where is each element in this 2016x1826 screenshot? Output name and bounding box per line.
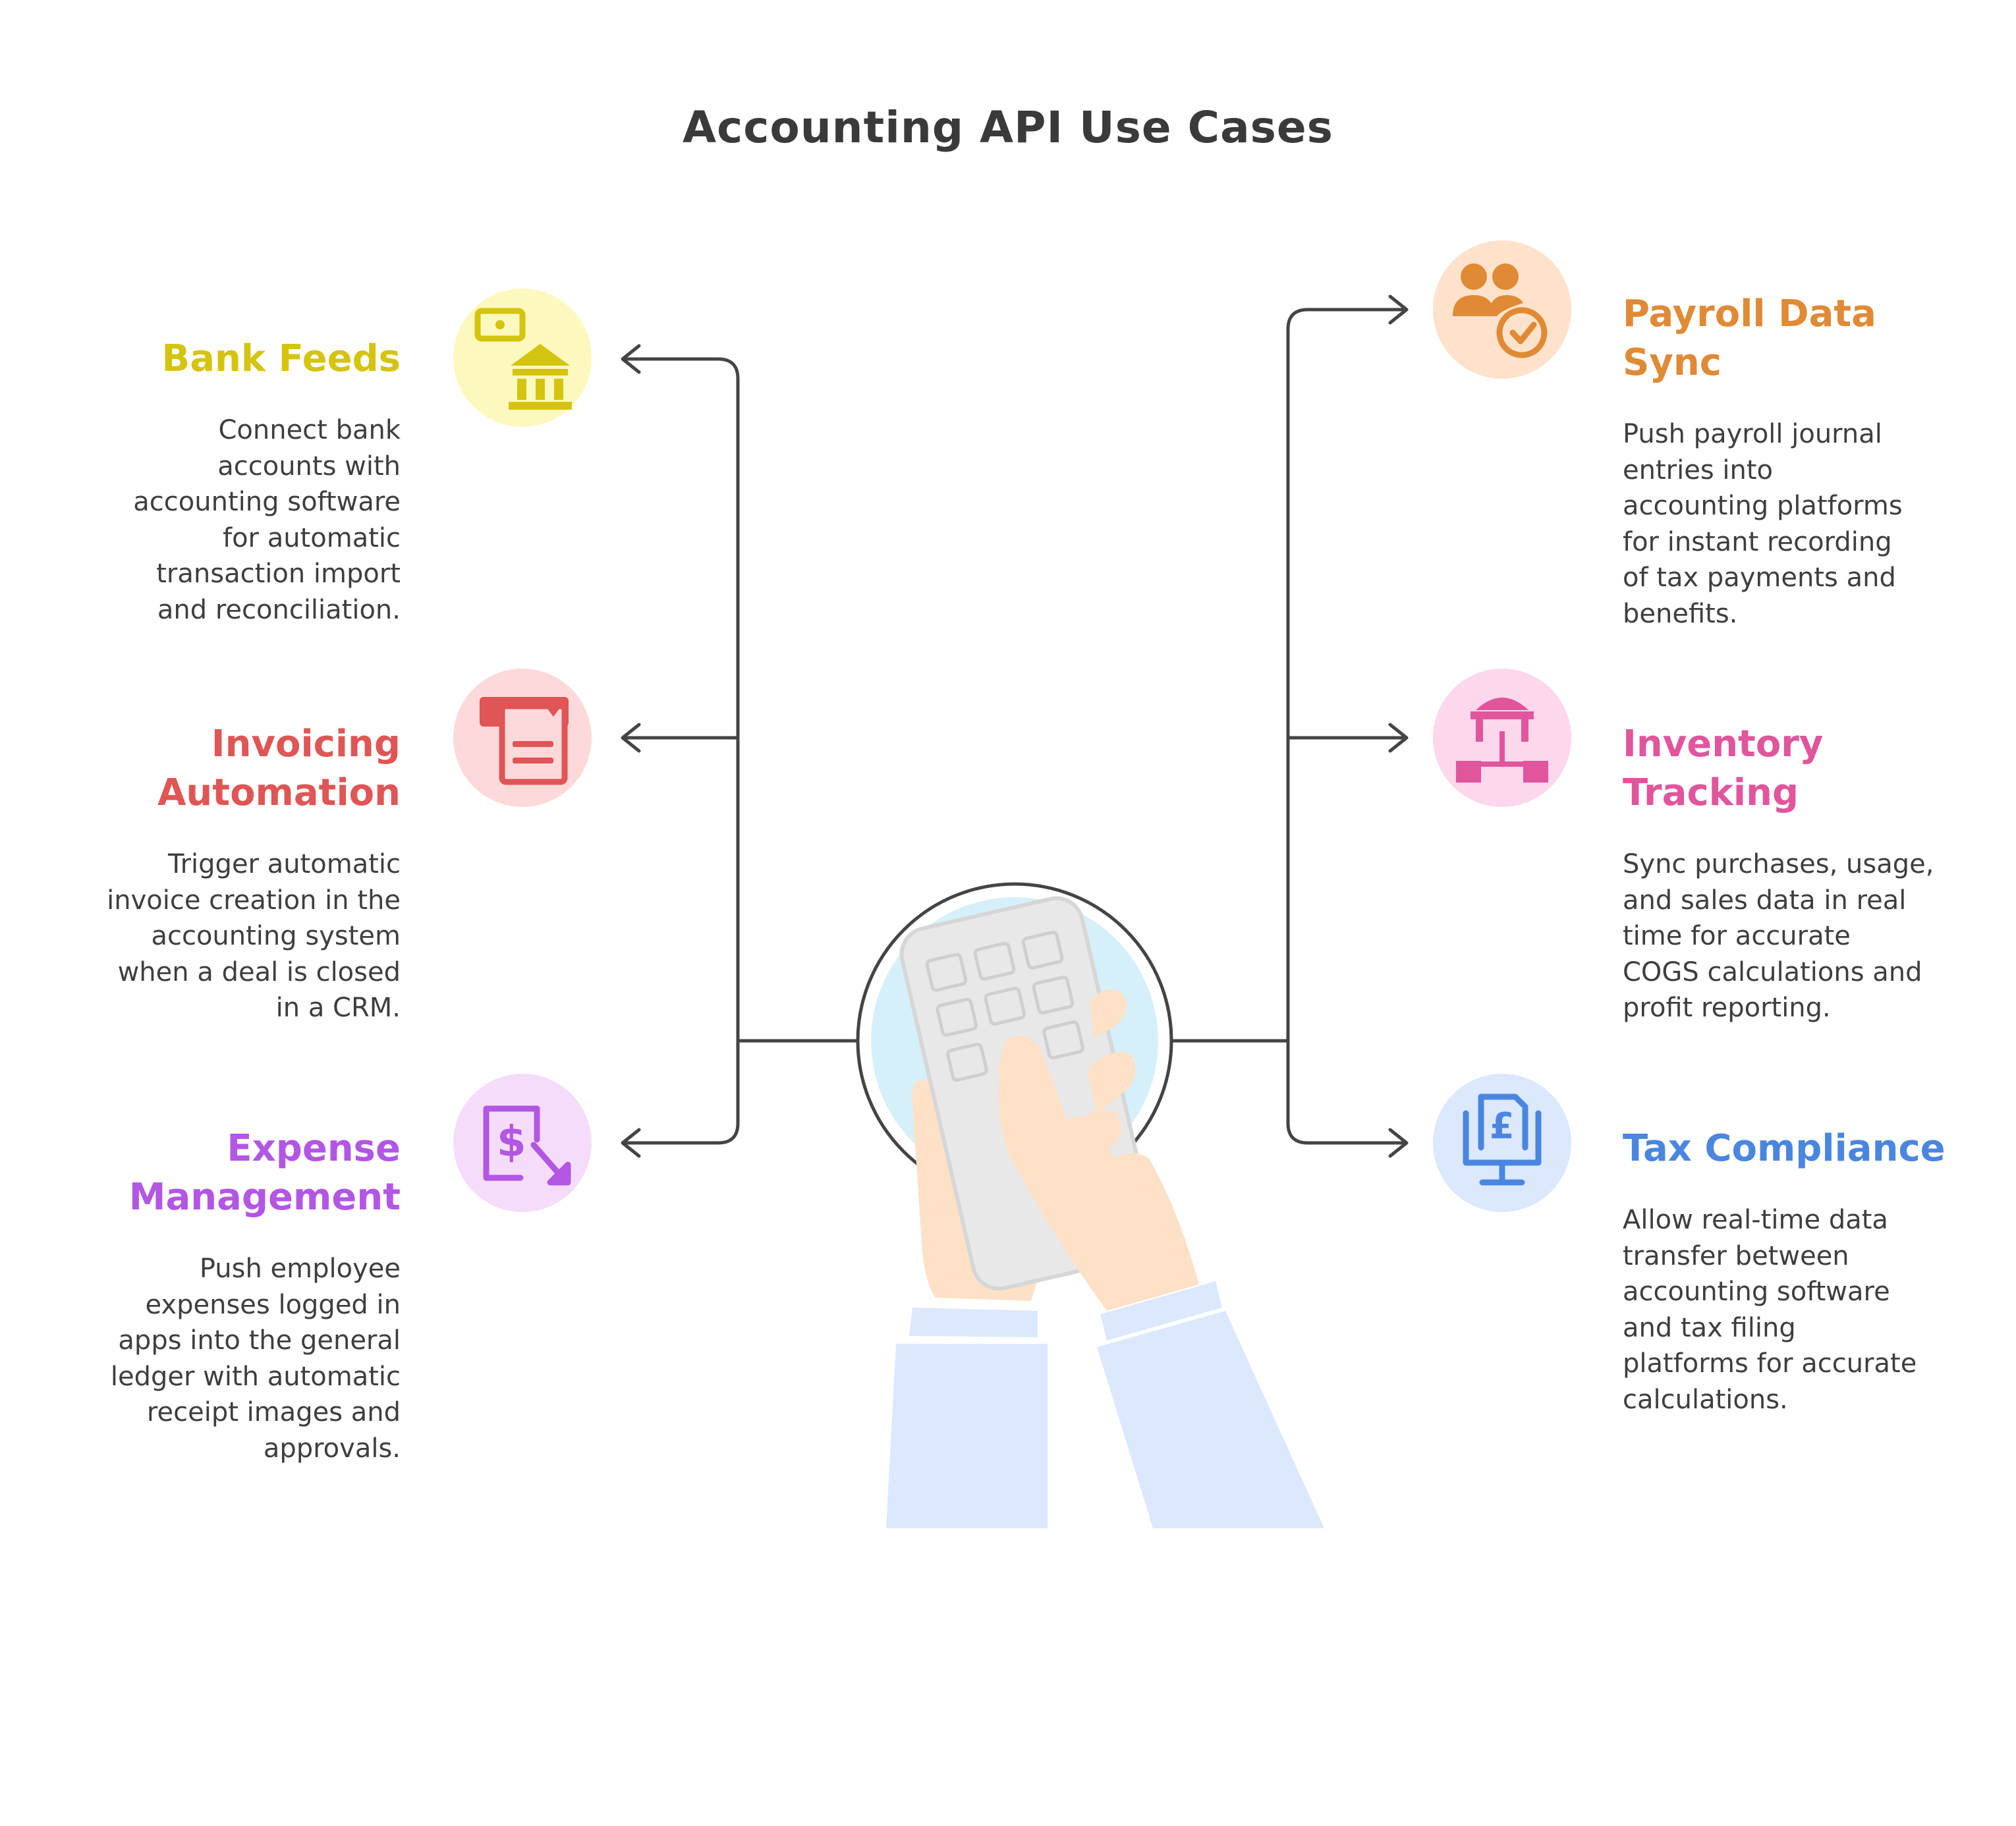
card-inventory-tracking: Inventory Tracking Sync purchases, usage… xyxy=(1623,720,1992,1026)
arrow-bank-feeds xyxy=(621,344,641,374)
card-title-inventory-tracking: Inventory Tracking xyxy=(1623,723,1824,814)
tax-badge: £ xyxy=(1433,1074,1571,1212)
arrow-inventory xyxy=(1388,723,1409,753)
connector-expense xyxy=(624,1039,740,1145)
right-sleeve xyxy=(1097,1311,1324,1528)
connector-tax xyxy=(1286,1039,1405,1145)
arrow-payroll xyxy=(1388,294,1409,325)
hands-calculator-icon xyxy=(856,882,1324,1528)
calculator-key-6 xyxy=(1032,975,1075,1015)
down-arrow-shaft xyxy=(530,1142,560,1175)
expense-receipt-icon: $ xyxy=(483,1105,571,1186)
check-mark xyxy=(1509,321,1537,345)
card-bank-feeds: Bank Feeds Connect bank accounts with ac… xyxy=(32,335,401,628)
left-sleeve xyxy=(886,1344,1048,1528)
diagram-title: Accounting API Use Cases xyxy=(683,102,1333,153)
card-invoicing-automation: Invoicing Automation Trigger automatic i… xyxy=(32,720,401,1026)
person-1-head xyxy=(1461,263,1487,290)
warehouse-band xyxy=(1470,711,1534,719)
pound-sign: £ xyxy=(1490,1105,1515,1147)
right-cuff xyxy=(1100,1281,1222,1341)
invoice-line-2 xyxy=(513,758,553,763)
check-circle xyxy=(1496,307,1548,358)
document xyxy=(1478,1093,1528,1151)
invoicing-badge xyxy=(453,669,592,807)
node-left xyxy=(1456,761,1481,783)
right-finger-top xyxy=(1090,989,1127,1038)
inventory-badge xyxy=(1433,669,1571,807)
bank-column-2 xyxy=(536,379,545,400)
arrow-tax xyxy=(1388,1128,1409,1158)
calculator-key-2 xyxy=(973,941,1016,981)
card-title-expense-management: Expense Management xyxy=(128,1127,401,1219)
down-arrow-head xyxy=(547,1161,571,1186)
bank-column-3 xyxy=(554,379,563,400)
right-hand xyxy=(998,1036,1199,1311)
banknote xyxy=(474,308,526,342)
node-right xyxy=(1523,761,1548,783)
warehouse-right-wall xyxy=(1521,719,1528,742)
tax-circle xyxy=(1433,1074,1571,1212)
people-check-icon xyxy=(1453,263,1548,358)
calculator-key-3 xyxy=(1021,930,1064,970)
person-2-head xyxy=(1492,263,1519,290)
expense-badge: $ xyxy=(453,1074,592,1212)
banknote-dot xyxy=(495,320,505,329)
invoice-line-1 xyxy=(513,741,553,747)
card-desc-bank-feeds: Connect bank accounts with accounting so… xyxy=(133,415,401,625)
card-expense-management: Expense Management Push employee expense… xyxy=(32,1124,401,1466)
card-desc-inventory-tracking: Sync purchases, usage, and sales data in… xyxy=(1623,849,1934,1023)
card-payroll-data-sync: Payroll Data Sync Push payroll journal e… xyxy=(1623,290,1992,632)
receipt-outline xyxy=(483,1105,540,1181)
right-finger-mid xyxy=(1087,1052,1136,1113)
card-desc-payroll-data-sync: Push payroll journal entries into accoun… xyxy=(1623,419,1903,629)
bank-beam xyxy=(513,369,568,375)
connector-payroll xyxy=(1286,308,1405,1043)
connector-bank-feeds xyxy=(624,357,740,1043)
network-lines xyxy=(1476,731,1528,767)
payroll-badge xyxy=(1433,240,1571,379)
card-desc-tax-compliance: Allow real-time data transfer between ac… xyxy=(1623,1205,1917,1415)
bank-column-1 xyxy=(517,379,526,400)
person-2-body xyxy=(1489,295,1523,316)
dollar-sign: $ xyxy=(497,1118,526,1167)
bank-base xyxy=(509,402,572,410)
calculator-key-5 xyxy=(984,986,1026,1026)
card-tax-compliance: Tax Compliance Allow real-time data tran… xyxy=(1623,1124,1992,1418)
connectors xyxy=(621,294,1409,1158)
card-title-bank-feeds: Bank Feeds xyxy=(161,337,401,380)
warehouse-left-wall xyxy=(1476,719,1483,742)
bank-icon xyxy=(474,308,572,410)
calculator-key-4 xyxy=(936,997,978,1037)
calculator-key-1 xyxy=(925,953,968,992)
card-desc-invoicing-automation: Trigger automatic invoice creation in th… xyxy=(107,849,401,1023)
card-desc-expense-management: Push employee expenses logged in apps in… xyxy=(110,1254,401,1464)
bank-roof xyxy=(511,344,570,366)
warehouse-network-icon xyxy=(1456,698,1548,783)
bank-feeds-badge xyxy=(453,289,592,427)
monitor-stand xyxy=(1479,1161,1525,1186)
invoice-flag xyxy=(546,706,561,717)
arrow-expense xyxy=(621,1128,641,1158)
card-title-tax-compliance: Tax Compliance xyxy=(1623,1127,1946,1170)
invoice-icon xyxy=(480,697,569,785)
card-title-payroll-data-sync: Payroll Data Sync xyxy=(1623,292,1876,384)
person-1-body xyxy=(1453,295,1494,316)
left-cuff xyxy=(909,1308,1038,1337)
calculator-key-8 xyxy=(1042,1020,1084,1060)
tax-document-monitor-icon: £ xyxy=(1463,1093,1542,1186)
warehouse-roof xyxy=(1476,698,1528,710)
calculator-key-7 xyxy=(946,1042,988,1082)
arrow-invoicing xyxy=(621,723,641,753)
card-title-invoicing-automation: Invoicing Automation xyxy=(157,723,401,814)
